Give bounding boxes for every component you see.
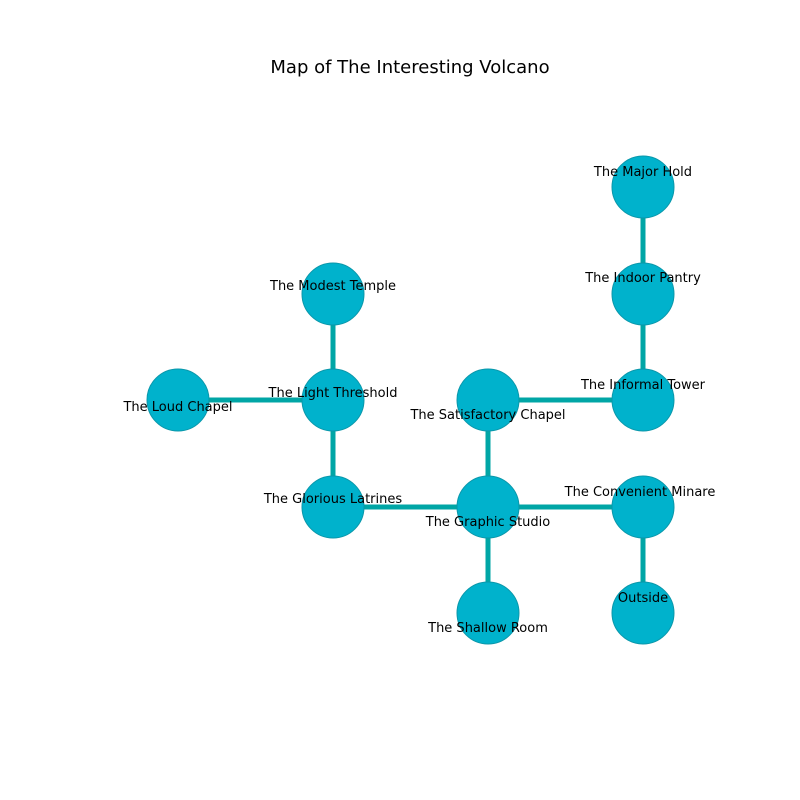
- node-label-shallow-room: The Shallow Room: [427, 621, 548, 636]
- node-light-threshold: [301, 368, 365, 432]
- node-label-light-threshold: The Light Threshold: [268, 386, 398, 401]
- node-indoor-pantry: [611, 262, 675, 326]
- node-graphic-studio: [456, 475, 520, 539]
- node-loud-chapel: [146, 368, 210, 432]
- node-major-hold: [611, 155, 675, 219]
- node-shallow-room: [456, 581, 520, 645]
- node-label-loud-chapel: The Loud Chapel: [122, 400, 232, 415]
- node-satisfactory-chapel: [456, 368, 520, 432]
- node-label-indoor-pantry: The Indoor Pantry: [584, 271, 701, 286]
- node-convenient-minare: [611, 475, 675, 539]
- node-outside: [611, 581, 675, 645]
- edges-layer: [178, 187, 646, 613]
- map-title: Map of The Interesting Volcano: [270, 57, 549, 78]
- node-glorious-latrines: [301, 475, 365, 539]
- node-label-informal-tower: The Informal Tower: [580, 378, 706, 393]
- node-label-major-hold: The Major Hold: [593, 165, 692, 180]
- node-label-glorious-latrines: The Glorious Latrines: [263, 492, 403, 507]
- node-label-graphic-studio: The Graphic Studio: [425, 515, 551, 530]
- node-label-satisfactory-chapel: The Satisfactory Chapel: [409, 408, 565, 423]
- node-label-outside: Outside: [618, 591, 668, 606]
- node-label-convenient-minare: The Convenient Minare: [564, 485, 716, 500]
- node-informal-tower: [611, 368, 675, 432]
- node-modest-temple: [301, 262, 365, 326]
- nodes-layer: [146, 155, 675, 645]
- node-label-modest-temple: The Modest Temple: [269, 279, 396, 294]
